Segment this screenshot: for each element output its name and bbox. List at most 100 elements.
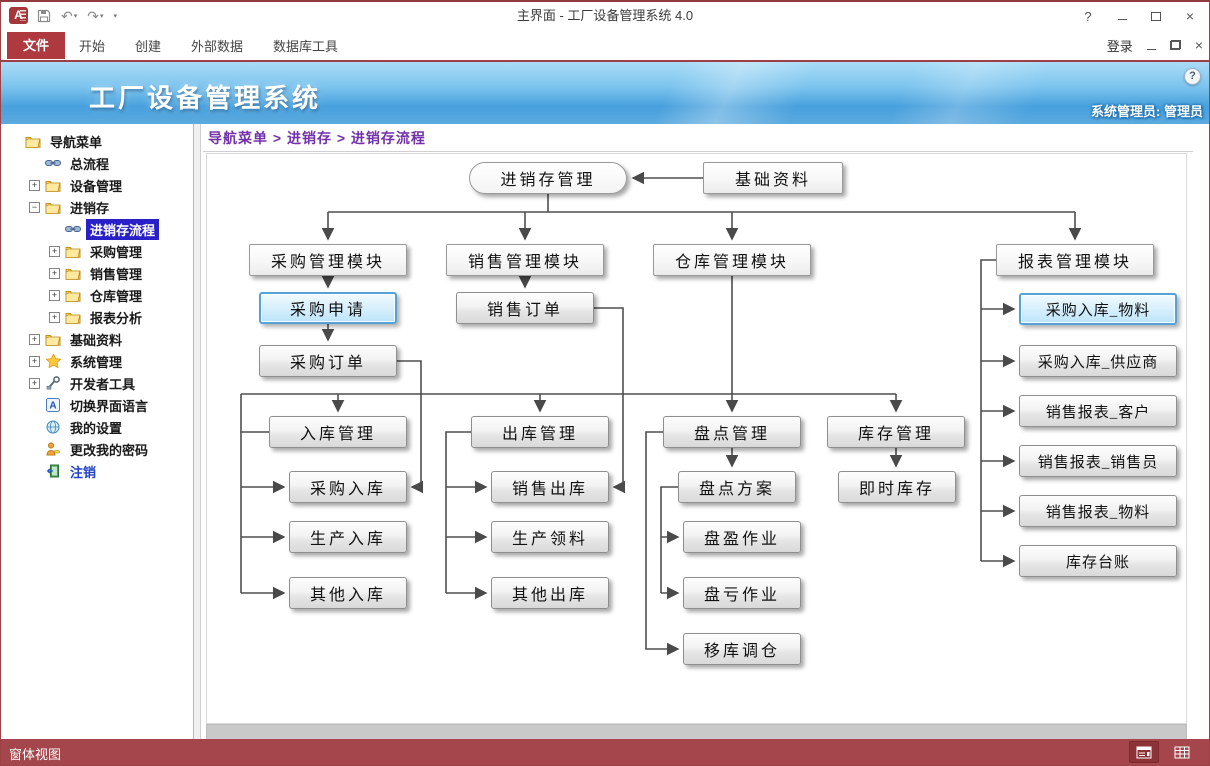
ribbon-tab[interactable]: 数据库工具	[273, 39, 339, 54]
sidebar-item-仓库管理[interactable]: +仓库管理	[1, 284, 193, 306]
flow-node-prod-out[interactable]: 生产领料	[491, 521, 609, 553]
flow-node-m-report[interactable]: 报表管理模块	[996, 244, 1154, 276]
sidebar-item-进销存[interactable]: − 进销存	[1, 196, 193, 218]
form-view-icon[interactable]	[1129, 741, 1159, 763]
login-button[interactable]: 登录	[1106, 39, 1133, 54]
help-button[interactable]: ?	[1084, 8, 1092, 24]
sidebar-item-基础资料[interactable]: + 基础资料	[1, 328, 193, 350]
navigation-tree: 导航菜单总流程 + 设备管理 − 进销存进销存流程 + 采购管理 +销售管理+仓库管理+报表分…	[1, 124, 193, 742]
sidebar-item-设备管理[interactable]: + 设备管理	[1, 174, 193, 196]
ribbon-tab[interactable]: 外部数据	[191, 39, 244, 54]
sidebar-item-label: 基础资料	[70, 332, 123, 348]
sidebar-item-label: 采购管理	[90, 244, 143, 260]
sidebar-item-进销存流程[interactable]: 进销存流程	[1, 218, 193, 240]
sidebar-item-label: 我的设置	[70, 420, 123, 436]
banner-help-icon[interactable]: ?	[1184, 68, 1201, 85]
flow-node-purchase-req[interactable]: 采购申请	[259, 292, 397, 324]
flow-node-check-plan[interactable]: 盘点方案	[678, 471, 796, 503]
sidebar-item-报表分析[interactable]: +报表分析	[1, 306, 193, 328]
flow-node-in-mgmt[interactable]: 入库管理	[269, 416, 407, 448]
expand-icon[interactable]: +	[29, 179, 40, 191]
access-app-icon[interactable]: A	[9, 7, 28, 24]
flow-node-other-in[interactable]: 其他入库	[289, 577, 407, 609]
flow-node-m-purchase[interactable]: 采购管理模块	[249, 244, 407, 276]
window-title: 主界面 - 工厂设备管理系统 4.0	[516, 8, 694, 23]
ribbon-tabs: 开始 创建 外部数据 数据库工具	[79, 32, 338, 59]
flow-node-check-gain[interactable]: 盘盈作业	[683, 521, 801, 553]
flow-node-sales-out[interactable]: 销售出库	[491, 471, 609, 503]
flow-node-other-out[interactable]: 其他出库	[491, 577, 609, 609]
flow-node-rpt-sale-cust[interactable]: 销售报表_客户	[1019, 395, 1177, 427]
quick-access-toolbar: ↶▾ ↷▾ ▾	[37, 5, 117, 27]
banner-title: 工厂设备管理系统	[89, 83, 322, 113]
sidebar-item-label: 进销存	[70, 200, 110, 216]
maximize-button[interactable]	[1143, 6, 1169, 26]
flow-node-rpt-sale-mat[interactable]: 销售报表_物料	[1019, 495, 1177, 527]
folder-icon	[65, 245, 81, 258]
ribbon-separator	[1, 60, 1209, 62]
flow-node-stock-ledger[interactable]: 库存台账	[1019, 545, 1177, 577]
expand-icon[interactable]: +	[49, 245, 60, 257]
redo-icon[interactable]: ↷▾	[87, 7, 104, 24]
banner-user-info: 系统管理员: 管理员	[1091, 104, 1203, 119]
sidebar-item-系统管理[interactable]: +系统管理	[1, 350, 193, 372]
view-switcher	[1129, 741, 1197, 763]
flow-node-base-data[interactable]: 基础资料	[703, 162, 843, 194]
expand-icon[interactable]: +	[49, 311, 60, 323]
flow-node-stock-mgmt[interactable]: 库存管理	[827, 416, 965, 448]
flow-node-realtime-stock[interactable]: 即时库存	[838, 471, 956, 503]
undo-icon[interactable]: ↶▾	[61, 7, 78, 24]
flow-node-check-mgmt[interactable]: 盘点管理	[663, 416, 801, 448]
sidebar-item-label: 更改我的密码	[70, 442, 149, 458]
flow-node-m-sales[interactable]: 销售管理模块	[446, 244, 604, 276]
sidebar-item-注销[interactable]: 注销	[1, 460, 193, 482]
file-tab[interactable]: 文件	[7, 32, 65, 59]
child-restore-button[interactable]	[1169, 37, 1181, 55]
horizontal-scrollbar[interactable]	[206, 724, 1187, 740]
ribbon-tab[interactable]: 创建	[135, 39, 162, 54]
flow-node-rpt-sale-man[interactable]: 销售报表_销售员	[1019, 445, 1177, 477]
flow-node-purchase-order[interactable]: 采购订单	[259, 345, 397, 377]
expand-icon[interactable]: +	[49, 289, 60, 301]
datasheet-view-icon[interactable]	[1167, 741, 1197, 763]
sidebar-item-label: 导航菜单	[50, 134, 103, 150]
sidebar-item-采购管理[interactable]: + 采购管理	[1, 240, 193, 262]
save-icon[interactable]	[37, 9, 51, 23]
expand-icon[interactable]: +	[29, 333, 40, 345]
customize-qat-icon[interactable]: ▾	[113, 13, 118, 20]
expand-icon[interactable]: +	[49, 267, 60, 279]
sidebar-item-销售管理[interactable]: +销售管理	[1, 262, 193, 284]
sidebar-item-更改我的密码[interactable]: 更改我的密码	[1, 438, 193, 460]
minimize-button[interactable]	[1109, 6, 1135, 26]
flow-node-out-mgmt[interactable]: 出库管理	[471, 416, 609, 448]
folder-icon	[65, 311, 81, 324]
flow-node-rpt-pin-mat[interactable]: 采购入库_物料	[1019, 293, 1177, 325]
sidebar-item-开发者工具[interactable]: +开发者工具	[1, 372, 193, 394]
child-close-button[interactable]: ×	[1194, 36, 1203, 53]
flow-node-sales-order[interactable]: 销售订单	[456, 292, 594, 324]
close-button[interactable]: ×	[1185, 8, 1195, 24]
collapse-icon[interactable]: −	[29, 201, 40, 213]
flow-node-check-loss[interactable]: 盘亏作业	[683, 577, 801, 609]
flow-node-prod-in[interactable]: 生产入库	[289, 521, 407, 553]
sidebar-item-label: 设备管理	[70, 178, 123, 194]
child-minimize-button[interactable]	[1146, 37, 1156, 55]
sidebar-item-我的设置[interactable]: 我的设置	[1, 416, 193, 438]
flow-node-m-warehouse[interactable]: 仓库管理模块	[653, 244, 811, 276]
sidebar-splitter[interactable]	[193, 124, 201, 742]
flow-node-rpt-pin-sup[interactable]: 采购入库_供应商	[1019, 345, 1177, 377]
sidebar-item-label: 总流程	[70, 156, 110, 172]
expand-icon[interactable]: +	[29, 377, 40, 389]
status-bar: 窗体视图	[1, 739, 1209, 765]
folder-icon	[65, 267, 81, 280]
expand-icon[interactable]: +	[29, 355, 40, 367]
folder-icon	[25, 135, 41, 148]
flow-node-move-warehouse[interactable]: 移库调仓	[683, 633, 801, 665]
flow-node-purchase-in[interactable]: 采购入库	[289, 471, 407, 503]
flow-node-jxc-mgmt[interactable]: 进销存管理	[469, 162, 627, 194]
ribbon-tab[interactable]: 开始	[79, 39, 106, 54]
folder-icon	[45, 333, 61, 346]
sidebar-item-导航菜单[interactable]: 导航菜单	[1, 130, 193, 152]
sidebar-item-总流程[interactable]: 总流程	[1, 152, 193, 174]
